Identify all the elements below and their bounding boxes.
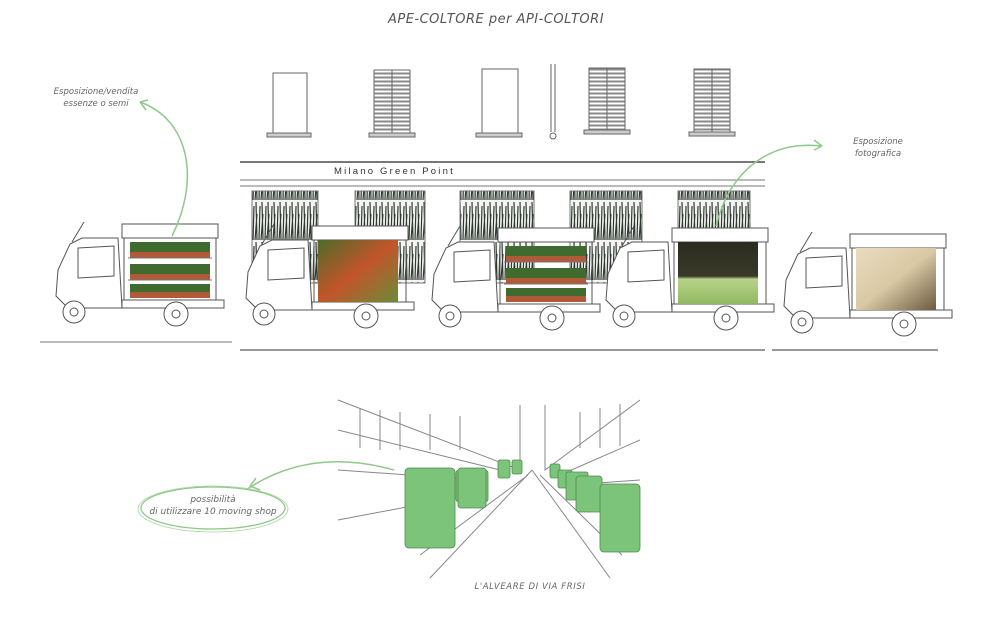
annotation-photo-line2: fotografica: [854, 149, 902, 159]
green-vehicles: [404, 459, 641, 553]
storefront-sign: Milano Green Point: [334, 166, 455, 177]
vehicle-5: [783, 231, 953, 337]
arrow-to-plants-note: [139, 101, 189, 237]
vehicle-2: [245, 223, 415, 329]
vehicle-1: [55, 221, 225, 327]
vehicle-3: [431, 225, 601, 331]
vehicle-4: [605, 225, 775, 331]
annotation-photo: Esposizione fotografica: [838, 136, 918, 160]
annotation-photo-line1: Esposizione: [853, 137, 903, 147]
annotation-plants-line1: Esposizione/vendita: [53, 87, 139, 97]
street-caption: L'ALVEARE DI VIA FRISI: [474, 582, 586, 592]
annotation-moving-shop-line2: di utilizzare 10 moving shop: [149, 507, 277, 517]
upper-windows: [266, 64, 736, 140]
arrow-to-bubble: [245, 461, 395, 491]
arrow-to-photo-note: [715, 144, 823, 227]
annotation-moving-shop-line1: possibilità: [190, 495, 236, 505]
page-title: APE-COLTORE per API-COLTORI: [387, 12, 605, 27]
annotation-plants: Esposizione/vendita essenze o semi: [40, 86, 152, 110]
annotation-moving-shop: possibilità di utilizzare 10 moving shop: [141, 494, 285, 518]
annotation-plants-line2: essenze o semi: [63, 99, 129, 109]
